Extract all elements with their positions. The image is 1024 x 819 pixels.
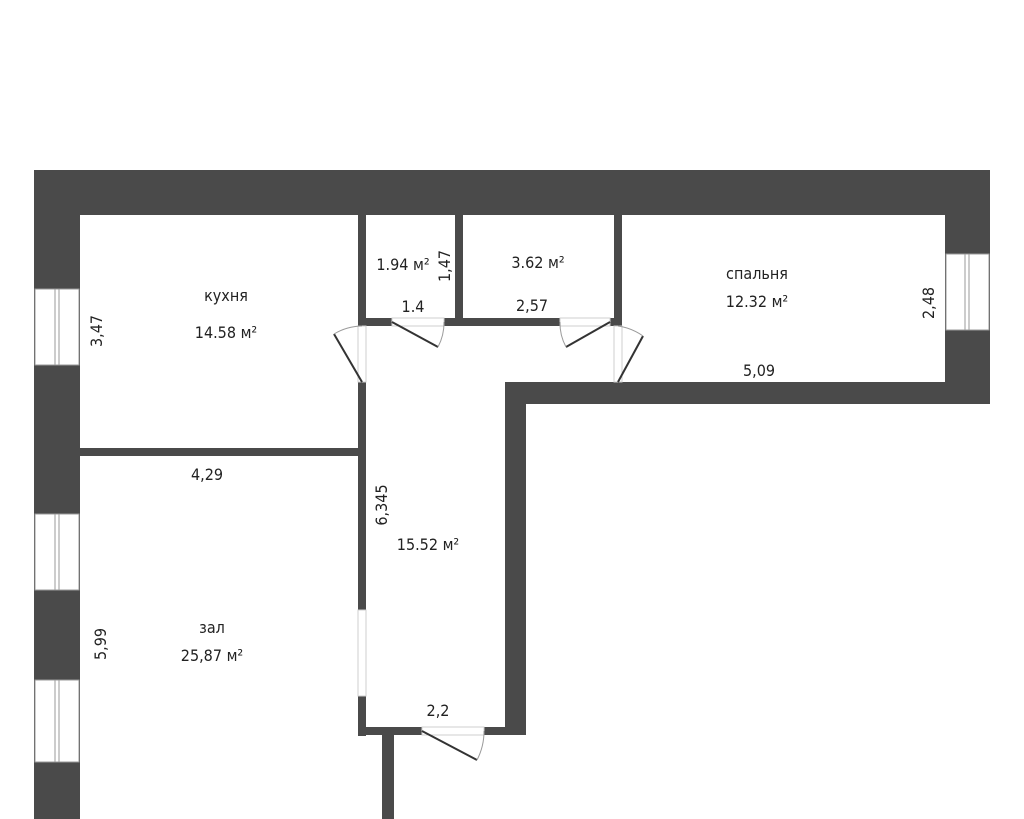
living-window-upper — [34, 513, 80, 591]
wc-door-opening — [559, 317, 611, 327]
bedroom-door-opening — [613, 325, 623, 383]
kitchen-window — [34, 288, 80, 366]
bath-width-dim: 1.4 — [402, 297, 425, 316]
bath-bottom-wall — [358, 318, 622, 326]
kitchen-bottom-wall — [80, 448, 366, 456]
bath-area: 1.94 м² — [376, 255, 429, 274]
kitchen-area: 14.58 м² — [195, 323, 257, 342]
bedroom-name: спальня — [726, 264, 788, 283]
hall-area: 15.52 м² — [397, 535, 459, 554]
dimension-labels: 3,47 4,29 1,47 1.4 2,57 2,48 5,09 6,345 … — [87, 250, 938, 720]
living-name: зал — [199, 618, 225, 637]
bedroom-door — [617, 325, 644, 383]
top-wall — [34, 170, 990, 215]
kitchen-width-dim: 4,29 — [191, 465, 223, 484]
living-door-opening — [357, 609, 367, 697]
corridor-right-wall — [505, 382, 526, 735]
kitchen-door — [333, 325, 363, 383]
bath-height-dim: 1,47 — [435, 250, 454, 282]
bedroom-area: 12.32 м² — [726, 292, 788, 311]
living-window-lower — [34, 679, 80, 763]
living-area: 25,87 м² — [181, 646, 243, 665]
living-height-dim: 5,99 — [91, 628, 110, 660]
kitchen-door-opening — [357, 325, 367, 383]
lower-stub-wall — [382, 735, 394, 819]
bedroom-bottom-wall — [505, 382, 990, 404]
hall-width-dim: 2,2 — [427, 701, 450, 720]
bedroom-width-dim: 5,09 — [743, 361, 775, 380]
wc-bedroom-divider — [614, 215, 622, 325]
room-labels: кухня 14.58 м² 1.94 м² 3.62 м² спальня 1… — [181, 253, 788, 665]
wc-door — [559, 321, 611, 348]
bath-door — [391, 321, 445, 348]
kitchen-name: кухня — [204, 286, 248, 305]
interior-walls — [80, 215, 622, 736]
windows — [34, 253, 990, 763]
doors — [333, 321, 644, 761]
hall-length-dim: 6,345 — [372, 484, 391, 525]
bedroom-window — [945, 253, 990, 331]
entrance-door-opening — [421, 726, 485, 736]
living-hall-wall — [358, 448, 366, 736]
wc-area: 3.62 м² — [511, 253, 564, 272]
wc-width-dim: 2,57 — [516, 296, 548, 315]
bath-wc-divider — [455, 215, 463, 325]
bedroom-height-dim: 2,48 — [919, 287, 938, 319]
entrance-door — [421, 730, 485, 761]
bath-door-opening — [391, 317, 445, 327]
kitchen-height-dim: 3,47 — [87, 315, 106, 347]
openings — [357, 317, 623, 736]
